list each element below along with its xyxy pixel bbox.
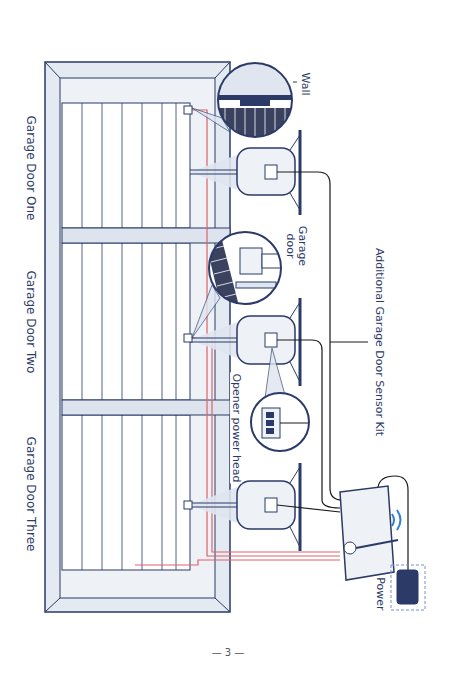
part-label: Wall: [299, 71, 311, 96]
door-title: Garage Door Three: [23, 436, 36, 553]
part-label: Opener power head: [230, 372, 242, 483]
door-title: Garage Door One: [23, 115, 36, 222]
part-label: Garage door: [284, 223, 308, 269]
part-label: Additional Garage Door Sensor Kit: [373, 247, 385, 437]
page-number: — 3 —: [211, 647, 246, 658]
door-title: Garage Door Two: [23, 270, 36, 375]
part-label: Power: [374, 576, 386, 611]
